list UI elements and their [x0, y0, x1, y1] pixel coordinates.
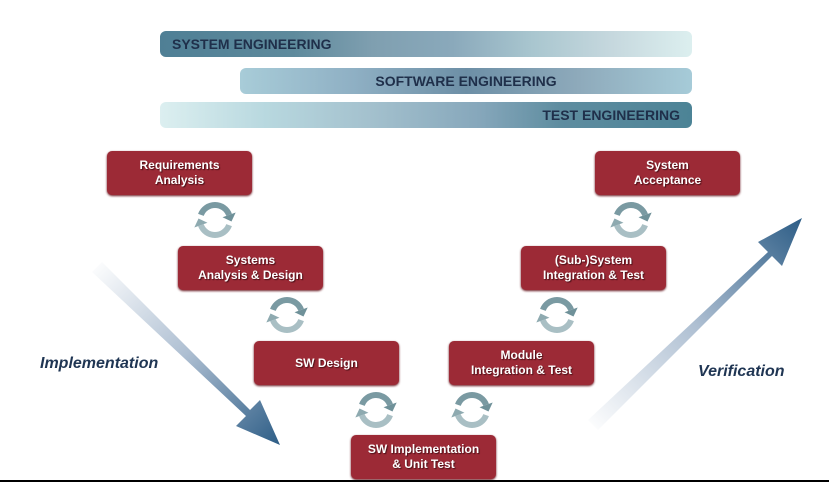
requirements-analysis-box: Requirements Analysis	[107, 151, 252, 195]
cycle-arrows-icon	[354, 388, 398, 432]
cycle-arrows-icon	[609, 198, 653, 242]
module-integration-box: Module Integration & Test	[449, 341, 594, 385]
cycle-arrows-icon	[450, 388, 494, 432]
verification-label: Verification	[698, 363, 785, 380]
cycle-arrows-icon	[265, 293, 309, 337]
systems-analysis-design-box: Systems Analysis & Design	[178, 246, 323, 290]
bottom-rule	[0, 480, 829, 482]
implementation-arrow	[92, 262, 280, 445]
cycle-arrows-icon	[535, 293, 579, 337]
verification-arrow	[588, 218, 802, 430]
sw-design-box: SW Design	[254, 341, 399, 385]
system-acceptance-box: System Acceptance	[595, 151, 740, 195]
system-engineering-bar: SYSTEM ENGINEERING	[160, 31, 692, 57]
subsystem-integration-box: (Sub-)System Integration & Test	[521, 246, 666, 290]
test-engineering-bar: TEST ENGINEERING	[160, 102, 692, 128]
implementation-label: Implementation	[40, 355, 159, 372]
sw-implementation-box: SW Implementation & Unit Test	[351, 435, 496, 479]
cycle-arrows-icon	[193, 198, 237, 242]
software-engineering-bar: SOFTWARE ENGINEERING	[240, 68, 692, 94]
